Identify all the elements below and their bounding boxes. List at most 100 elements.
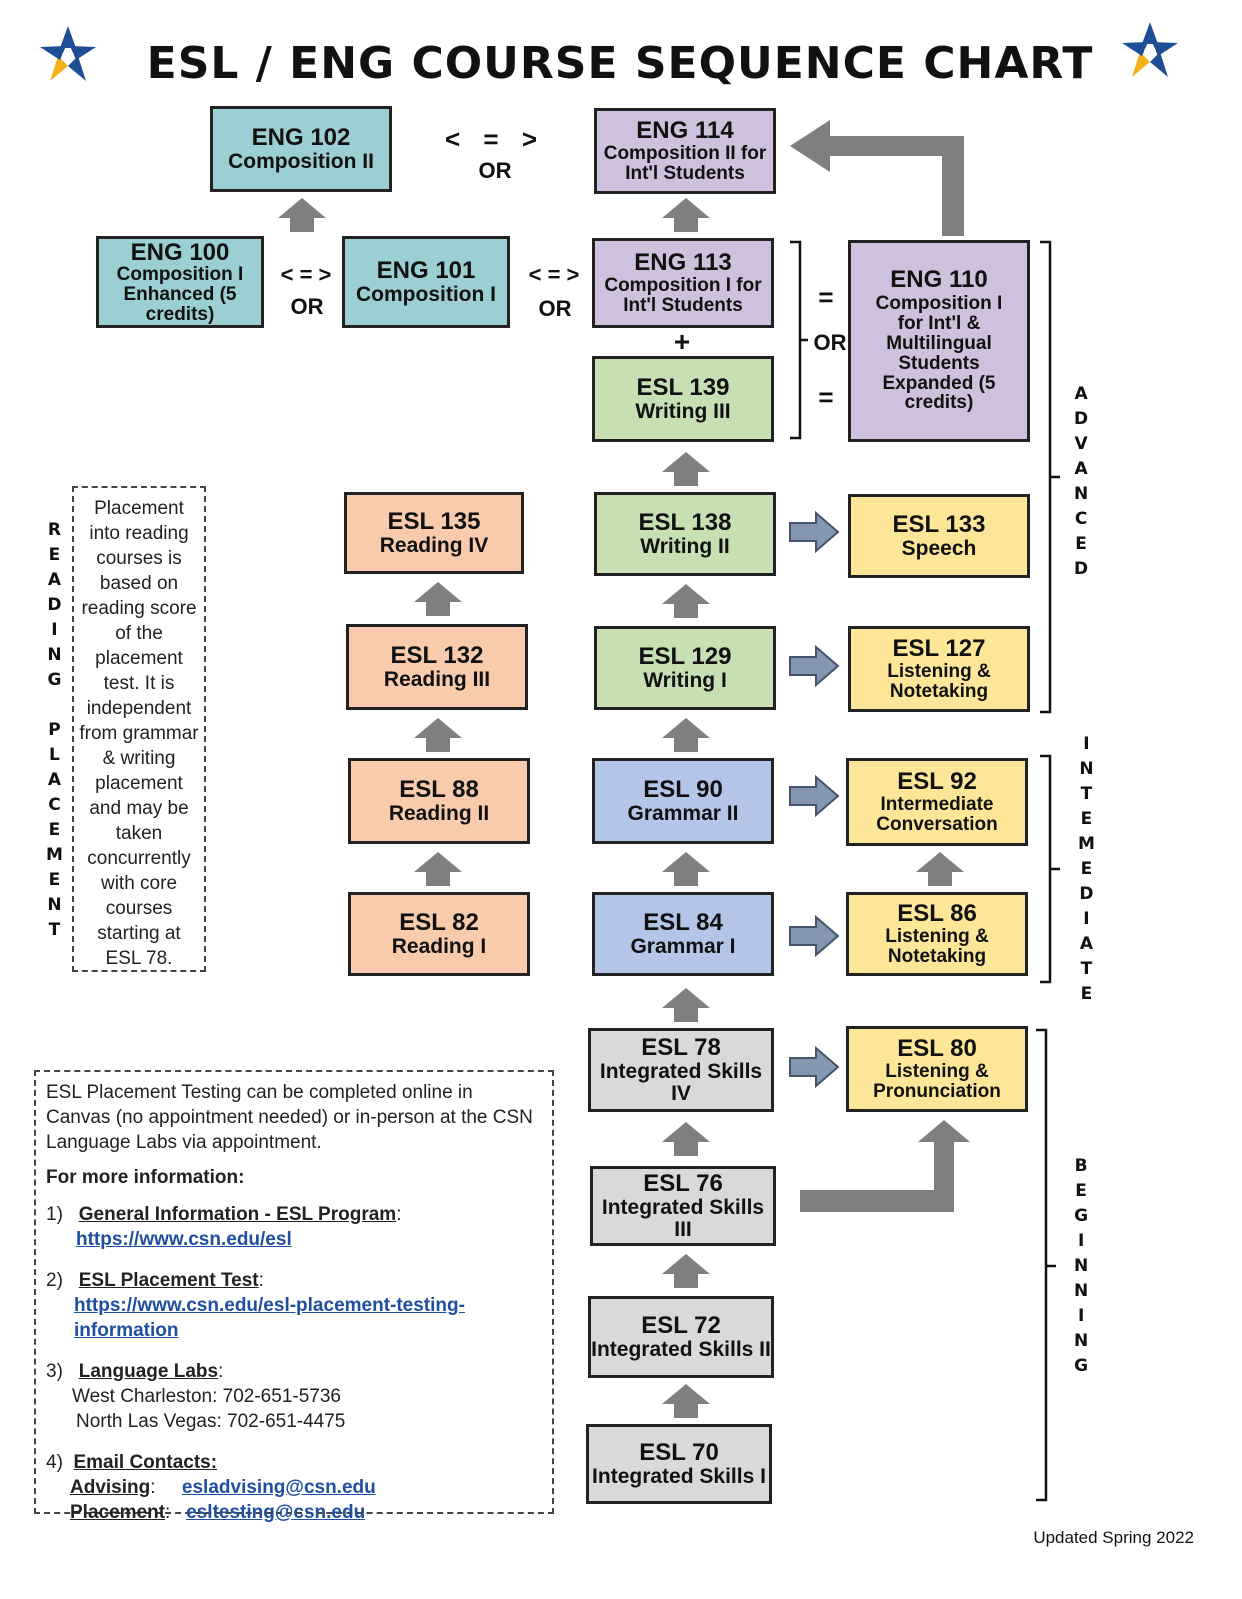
info-item-1-link-row: https://www.csn.edu/esl [46,1227,542,1252]
course-esl82: ESL 82 Reading I [348,892,530,976]
placement-note-line: courses is [96,548,182,569]
course-code: ESL 84 [643,909,723,937]
course-code: ENG 113 [634,249,732,277]
course-code: ESL 92 [897,768,977,796]
course-esl86: ESL 86 Listening & Notetaking [846,892,1028,976]
course-esl133: ESL 133 Speech [848,494,1030,578]
info-item-4: 4) Email Contacts: [46,1450,542,1475]
brackets [790,240,1060,1502]
level-letter: M [46,845,63,865]
placement-note-line: placement [95,773,183,794]
course-esl88: ESL 88 Reading II [348,758,530,844]
course-eng113: ENG 113 Composition I for Int'l Students [592,238,774,328]
level-letter: E [1080,984,1093,1004]
level-letter: N [1074,484,1089,504]
advising-label: Advising [70,1477,151,1498]
item-title: Language Labs [78,1361,219,1382]
info-intro: ESL Placement Testing can be completed o… [46,1082,533,1153]
course-code: ENG 114 [636,117,734,145]
level-letter: T [1080,784,1093,804]
level-letter: D [1074,409,1089,429]
level-letter: N [1079,759,1094,779]
course-eng110: ENG 110 Composition I for Int'l & Multil… [848,240,1030,442]
placement-note-line: courses [105,898,173,919]
course-name: Listening & Notetaking [885,925,989,967]
level-letter: B [1074,1156,1088,1176]
level-letter: A [1079,934,1094,954]
course-name: Grammar I [630,934,736,958]
item-title: General Information - ESL Program [78,1204,397,1225]
level-letter: G [1074,1356,1089,1376]
level-letter: E [48,545,61,565]
course-code: ENG 102 [251,124,351,152]
or-label: OR [478,158,512,183]
course-code: ESL 132 [390,642,484,670]
placement-label: Placement [70,1502,166,1523]
course-eng114: ENG 114 Composition II for Int'l Student… [594,108,776,194]
level-letter: E [1075,534,1087,554]
level-letter: N [1074,1256,1089,1276]
course-esl92: ESL 92 Intermediate Conversation [846,758,1028,846]
level-letter: D [1074,559,1089,579]
level-letter: N [47,895,62,915]
level-letter: E [48,870,61,890]
placement-note-line: ESL 78. [105,948,173,969]
course-name: Reading III [383,667,491,691]
course-code: ENG 110 [890,265,988,293]
course-esl78: ESL 78 Integrated Skills IV [588,1028,774,1112]
course-code: ESL 78 [641,1034,721,1062]
placement-note-line: taken [115,823,163,844]
course-code: ENG 101 [376,257,476,285]
level-letter: T [48,920,61,940]
course-code: ESL 88 [399,776,479,804]
level-letter: E [1075,1181,1087,1201]
placement-note-line: Placement [94,498,184,519]
course-code: ESL 72 [641,1312,721,1340]
level-letter: N [1074,1281,1089,1301]
placement-note-line: based on [99,573,179,594]
csn-star-logo-icon [1122,22,1178,77]
placement-note-line: concurrently [87,848,191,869]
course-name: Reading I [391,934,487,958]
level-letter: C [1074,509,1088,529]
west-charleston-phone: West Charleston: 702-651-5736 [72,1386,341,1407]
level-letter: L [49,745,60,765]
level-letter: A [47,570,62,590]
course-name: Composition I Enhanced (5 credits) [116,263,244,325]
or-label: OR [813,330,847,355]
course-eng102: ENG 102 Composition II [210,106,392,192]
placement-note-line: placement [95,648,183,669]
item-title: ESL Placement Test [78,1270,259,1291]
equiv-symbol: < = > [280,262,332,287]
placement-note-line: & writing [102,748,176,769]
placement-test-link[interactable]: https://www.csn.edu/esl-placement-testin… [74,1295,465,1341]
page-title: ESL / ENG COURSE SEQUENCE CHART [146,38,1094,89]
info-item-2-link-row: https://www.csn.edu/esl-placement-testin… [46,1293,542,1343]
course-code: ESL 80 [897,1035,977,1063]
placement-email-link[interactable]: esltesting@csn.edu [186,1502,366,1523]
course-name: Writing I [643,668,727,692]
course-name: Composition II [228,149,374,173]
level-letter: A [1074,459,1088,479]
level-letter: C [48,795,61,815]
placement-note-line: test. It is [103,673,175,694]
placement-note-line: reading score [81,598,197,619]
level-letter: E [1080,809,1093,829]
course-name: Writing III [635,399,731,423]
advising-email-link[interactable]: esladvising@csn.edu [181,1477,376,1498]
placement-note-line: from grammar [79,723,199,744]
item-number: 1) [46,1204,63,1225]
level-letter: G [47,670,62,690]
course-esl138: ESL 138 Writing II [594,492,776,576]
course-name: Speech [901,536,977,560]
level-letter: E [1080,859,1093,879]
placement-row: Placement: esltesting@csn.edu [70,1502,366,1523]
course-esl90: ESL 90 Grammar II [592,758,774,844]
info-box: ESL Placement Testing can be completed o… [34,1070,554,1523]
more-info-text: For more information [46,1167,239,1188]
course-code: ESL 82 [399,909,479,937]
north-las-vegas-phone: North Las Vegas: 702-651-4475 [76,1411,346,1432]
esl-program-link[interactable]: https://www.csn.edu/esl [76,1229,292,1250]
